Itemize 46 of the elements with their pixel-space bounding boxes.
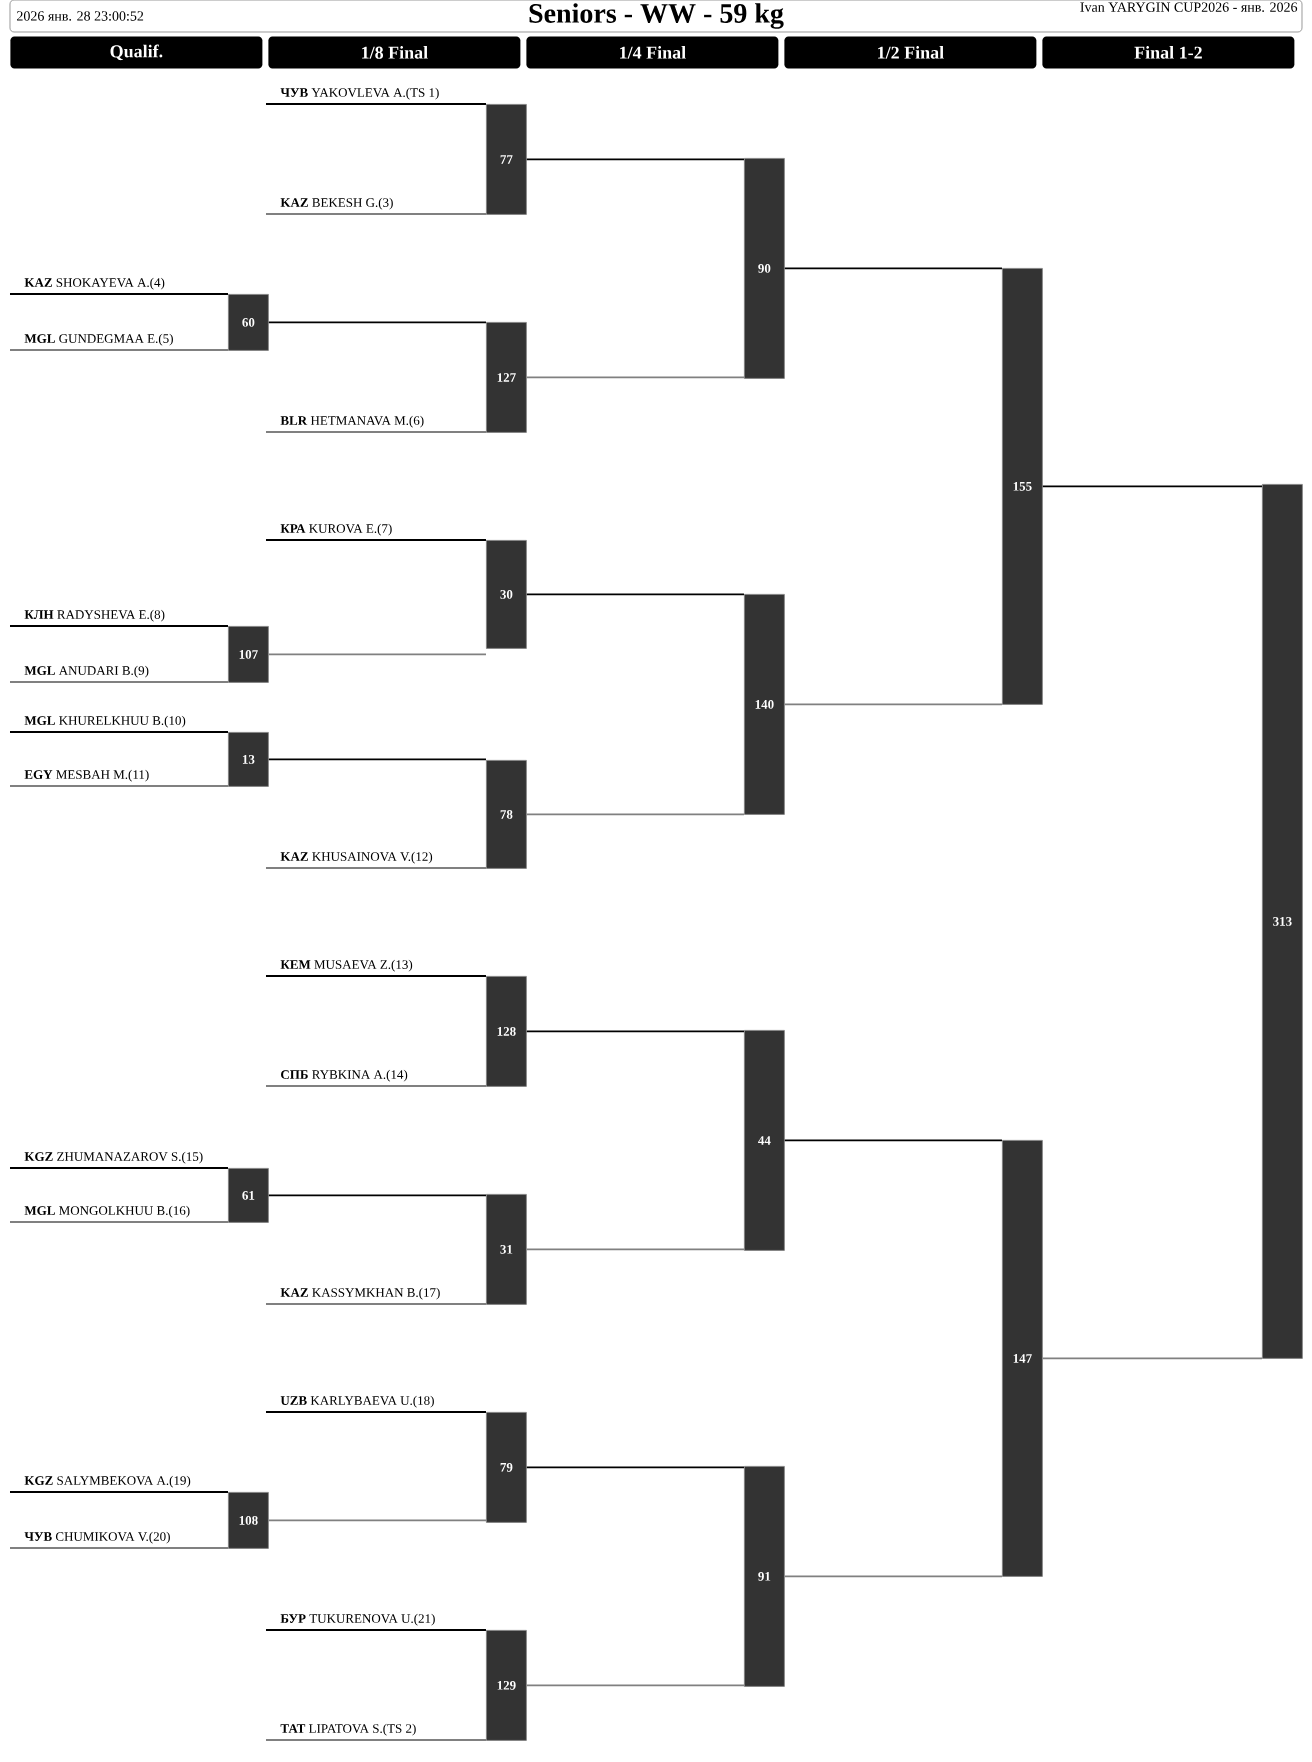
bracket-line	[783, 267, 1003, 270]
bracket-line	[525, 1248, 745, 1251]
bracket-line	[267, 758, 487, 761]
bracket-line	[265, 1739, 487, 1741]
bracket-line	[265, 1303, 487, 1305]
bracket-line	[9, 1547, 229, 1549]
bracket-line	[1041, 1357, 1263, 1360]
bracket-line	[265, 431, 487, 433]
bracket-line	[9, 349, 229, 351]
bracket-line	[265, 1629, 487, 1631]
bracket-line	[525, 1030, 745, 1033]
bracket-line	[783, 703, 1003, 706]
column-header: 1/2 Final	[784, 36, 1037, 69]
bracket-line	[267, 321, 487, 324]
column-header: Final 1-2	[1042, 36, 1295, 69]
bracket-line	[9, 293, 229, 295]
bracket-line	[265, 975, 487, 977]
bracket-line	[9, 625, 229, 627]
column-header: 1/8 Final	[268, 36, 521, 69]
bracket-line	[9, 1167, 229, 1169]
bracket-line	[1041, 485, 1263, 488]
bracket-line	[265, 867, 487, 869]
bracket-line	[9, 785, 229, 787]
bracket-line	[525, 1684, 745, 1687]
bracket-line	[9, 681, 229, 683]
bracket-line	[783, 1139, 1003, 1142]
bracket-line	[265, 539, 487, 541]
column-header: Qualif.	[10, 36, 263, 69]
bracket-line	[9, 731, 229, 733]
bracket-line	[265, 213, 487, 215]
bracket-line	[525, 593, 745, 596]
bracket-line	[525, 813, 745, 816]
bracket-line	[265, 1085, 487, 1087]
bracket-line	[525, 1466, 745, 1469]
column-header: 1/4 Final	[526, 36, 779, 69]
bracket-line	[267, 1194, 487, 1197]
bracket-line	[9, 1491, 229, 1493]
bracket-line	[525, 376, 745, 379]
title: Seniors - WW - 59 kg	[529, 3, 784, 29]
bracket-line	[783, 1575, 1003, 1578]
bracket-line	[265, 103, 487, 105]
bracket-line	[9, 1221, 229, 1223]
bracket-line	[267, 653, 487, 656]
bracket-line	[265, 1411, 487, 1413]
bracket-line	[267, 1519, 487, 1522]
bracket-line	[525, 158, 745, 161]
